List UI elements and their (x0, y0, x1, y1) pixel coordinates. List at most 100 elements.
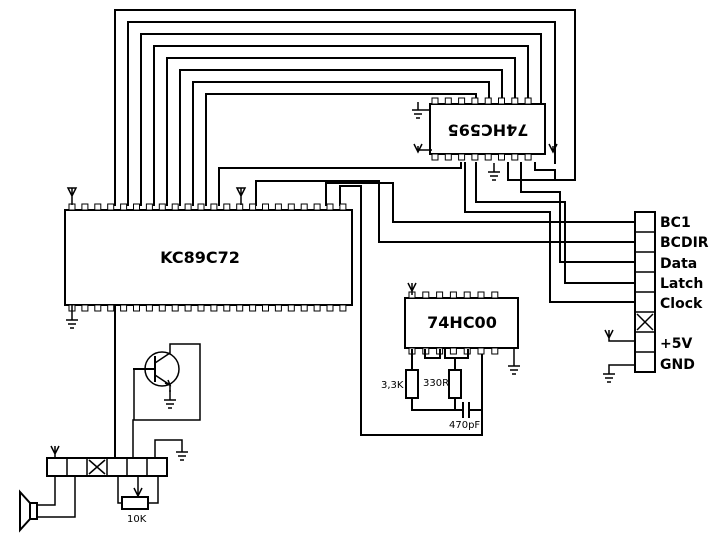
rc-network: 3,3K 330R 470pF (381, 349, 483, 431)
label-bc1: BC1 (660, 215, 691, 231)
ic-pin (236, 203, 244, 211)
ic-pin (471, 153, 479, 161)
ic-pin (171, 304, 179, 312)
mcu-bottom-pins (68, 304, 347, 312)
ic-pin (210, 304, 218, 312)
ic-pin (422, 291, 430, 299)
ic-pin (436, 291, 444, 299)
ic-pin (477, 291, 485, 299)
ic-pin (107, 304, 115, 312)
ic-pin (449, 347, 457, 355)
ic-pin (145, 304, 153, 312)
ic-pin (145, 203, 153, 211)
ic-pin (444, 97, 452, 105)
sr-bottom-pins (431, 153, 532, 161)
shift-register-chip: 74HC595 (429, 97, 546, 161)
label-r1: 3,3K (381, 380, 404, 391)
ic-pin (326, 304, 334, 312)
ic-pin (262, 203, 269, 211)
ic-pin (133, 304, 140, 312)
label-gnd: GND (660, 357, 695, 373)
ic-pin (498, 97, 505, 105)
transistor (114, 304, 201, 459)
ic-pin (458, 97, 466, 105)
ic-pin (81, 304, 89, 312)
sr-top-pins (431, 97, 532, 105)
connector-blank-pin (88, 459, 106, 475)
resistor-330r (448, 369, 462, 399)
nand-bottom-pins (408, 347, 499, 355)
label-clock: Clock (660, 296, 703, 312)
ground-symbols (66, 102, 635, 461)
ic-pin (197, 304, 205, 312)
ic-pin (524, 153, 532, 161)
ic-pin (449, 291, 457, 299)
ic-pin (184, 304, 192, 312)
potentiometer: 10K (117, 476, 159, 525)
ic-pin (158, 203, 166, 211)
label-pot: 10K (127, 514, 147, 525)
ic-pin (511, 153, 519, 161)
ic-pin (524, 97, 532, 105)
power-symbols (50, 143, 635, 458)
main-connector: BC1 BCDIR Data Latch Clock +5V GND (634, 211, 709, 373)
ic-pin (431, 153, 439, 161)
ic-pin (287, 203, 295, 211)
shift-register-label: 74HC595 (448, 121, 529, 140)
ic-pin (313, 203, 321, 211)
ic-pin (158, 304, 166, 312)
ic-pin (210, 203, 218, 211)
ic-pin (184, 203, 192, 211)
label-5v: +5V (660, 336, 692, 352)
ic-pin (287, 304, 295, 312)
ic-pin (313, 304, 321, 312)
label-latch: Latch (660, 276, 703, 292)
ic-pin (477, 347, 485, 355)
resistor-3k3 (405, 369, 419, 399)
ic-pin (94, 304, 102, 312)
ic-pin (339, 304, 347, 312)
label-bcdir: BCDIR (660, 235, 709, 251)
ic-pin (300, 304, 308, 312)
ic-pin (484, 97, 492, 105)
ic-pin (223, 304, 231, 312)
ic-pin (223, 203, 231, 211)
ic-pin (463, 291, 471, 299)
ic-pin (107, 203, 115, 211)
ic-pin (262, 304, 269, 312)
nand-top-pins (408, 291, 499, 299)
ic-pin (300, 203, 308, 211)
nand-chip: 74HC00 (404, 291, 519, 355)
ic-pin (511, 97, 519, 105)
nand-label: 74HC00 (427, 313, 497, 332)
ic-pin (133, 203, 140, 211)
capacitor-470pf (454, 402, 483, 418)
ic-pin (498, 153, 505, 161)
ic-pin (444, 153, 452, 161)
data-bus-wires (114, 9, 636, 436)
ic-pin (484, 153, 492, 161)
ic-pin (326, 203, 334, 211)
ic-pin (491, 291, 499, 299)
ic-pin (171, 203, 179, 211)
ic-pin (249, 304, 257, 312)
mcu-label: KC89C72 (160, 248, 240, 267)
ic-pin (274, 203, 282, 211)
ic-pin (339, 203, 347, 211)
ic-pin (197, 203, 205, 211)
speaker (19, 476, 76, 533)
ic-pin (491, 347, 499, 355)
ic-pin (236, 304, 244, 312)
mcu-chip: KC89C72 (64, 203, 353, 312)
ic-pin (120, 203, 128, 211)
ic-pin (458, 153, 466, 161)
ic-pin (94, 203, 102, 211)
ic-pin (431, 97, 439, 105)
label-data: Data (660, 256, 697, 272)
ic-pin (120, 304, 128, 312)
ic-pin (81, 203, 89, 211)
bottom-connector (46, 457, 168, 477)
connector-blank-pin (636, 313, 654, 331)
ic-pin (249, 203, 257, 211)
